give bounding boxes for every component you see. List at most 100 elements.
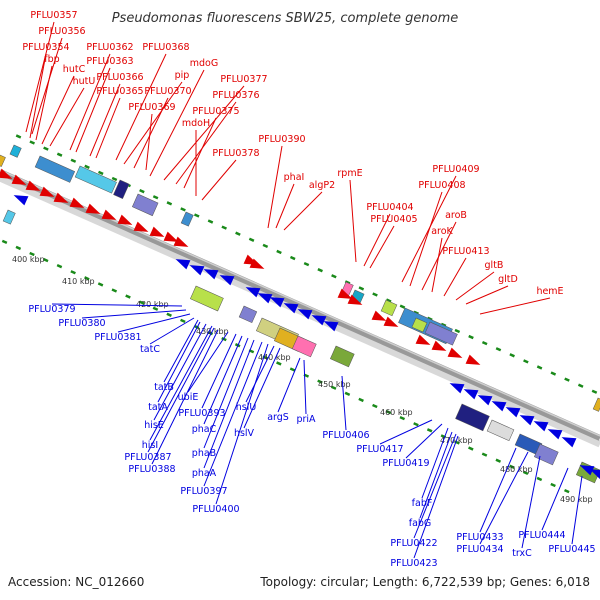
reverse-label-leader: [153, 323, 207, 421]
backbone-line: [0, 169, 600, 441]
guide-dot: [125, 294, 131, 299]
reverse-gene-label: PFLU0380: [58, 318, 105, 329]
reverse-label-leader: [243, 347, 281, 429]
reverse-gene-label: PFLU0381: [94, 332, 141, 343]
reverse-gene-arrow: [463, 389, 479, 400]
reverse-label-leader: [149, 317, 195, 345]
reverse-gene-label: hslV: [234, 428, 255, 439]
reverse-gene-label: hslU: [236, 402, 257, 413]
guide-dot: [303, 261, 310, 267]
reverse-gene-arrow: [589, 469, 600, 480]
guide-dot: [385, 409, 392, 415]
reverse-label-leader: [187, 331, 229, 393]
reverse-gene-arrow: [13, 195, 29, 206]
guide-dot: [454, 328, 461, 334]
forward-label-leader: [133, 97, 169, 169]
gene-box: [238, 305, 258, 323]
reverse-label-leader: [51, 303, 183, 307]
guide-dot: [468, 446, 474, 451]
reverse-gene-label: PFLU0422: [390, 538, 437, 549]
guide-dot: [221, 336, 227, 342]
guide-dot: [495, 458, 502, 463]
reverse-label-leader: [215, 343, 269, 505]
guide-dot: [193, 213, 200, 218]
guide-dot: [152, 306, 159, 311]
guide-dot: [509, 464, 515, 469]
forward-gene-arrow: [133, 221, 149, 232]
gene-box: [9, 144, 22, 158]
forward-gene-arrow: [465, 354, 481, 365]
guide-dot: [440, 322, 447, 328]
guide-dot: [522, 470, 529, 476]
reverse-label-leader: [303, 359, 307, 415]
forward-gene-label: aroK: [431, 226, 453, 237]
reverse-label-leader: [163, 319, 199, 383]
reverse-gene-label: PFLU0387: [124, 452, 171, 463]
reverse-label-leader: [421, 427, 449, 499]
guide-dot: [15, 134, 22, 139]
reverse-gene-label: tatB: [154, 382, 174, 393]
gene-box: [113, 179, 130, 200]
reverse-label-leader: [149, 325, 213, 441]
reverse-label-leader: [571, 475, 583, 545]
reverse-gene-arrow: [533, 421, 549, 432]
reverse-gene-arrow: [519, 415, 535, 426]
reverse-gene-label: PFLU0444: [518, 530, 565, 541]
gene-box: [592, 397, 600, 412]
reverse-gene-label: PFLU0397: [180, 486, 227, 497]
reverse-gene-arrow: [269, 297, 285, 308]
forward-gene-label: PFLU0405: [370, 214, 417, 225]
reverse-gene-label: ubiE: [178, 392, 199, 403]
forward-gene-arrow: [149, 226, 165, 237]
forward-gene-label: mdoH: [182, 118, 210, 129]
guide-dot: [426, 428, 433, 433]
guide-dot: [577, 383, 584, 388]
forward-label-leader: [25, 21, 55, 133]
gene-box-rect: [455, 403, 490, 432]
guide-dot: [138, 300, 145, 305]
guide-dot: [317, 379, 323, 384]
reverse-gene-arrow: [579, 465, 595, 476]
reverse-gene-label: PFLU0400: [192, 504, 239, 515]
reverse-label-leader: [203, 337, 249, 449]
reverse-label-leader: [157, 321, 201, 403]
forward-gene-label: gltD: [498, 274, 518, 285]
forward-label-leader: [145, 113, 153, 171]
forward-label-leader: [41, 75, 75, 145]
forward-label-leader: [465, 285, 509, 305]
topology-text: Topology: circular; Length: 6,722,539 bp…: [259, 575, 590, 589]
forward-label-leader: [35, 65, 53, 141]
tick-label: 420 kbp: [136, 300, 169, 309]
reverse-gene-label: PFLU0423: [390, 558, 437, 569]
tick-label: 400 kbp: [12, 255, 45, 264]
gene-box-rect: [180, 211, 194, 227]
forward-label-leader: [431, 237, 443, 293]
tick-label: 490 kbp: [560, 495, 593, 504]
guide-dot: [564, 488, 570, 494]
forward-gene-arrow: [371, 310, 387, 321]
forward-gene-label: PFLU0368: [142, 42, 189, 53]
reverse-label-leader: [341, 375, 347, 431]
forward-gene-arrow: [249, 258, 265, 269]
guide-dot: [56, 152, 63, 157]
reverse-label-leader: [81, 309, 187, 319]
tick-label: 460 kbp: [380, 408, 413, 417]
forward-label-leader: [123, 81, 183, 165]
forward-gene-label: mdoG: [190, 58, 218, 69]
forward-gene-label: PFLU0408: [418, 180, 465, 191]
forward-label-leader: [349, 179, 357, 263]
guide-dot: [166, 201, 173, 206]
reverse-gene-arrow: [189, 265, 205, 276]
reverse-gene-label: fabF: [412, 498, 433, 509]
gene-features: [0, 144, 600, 484]
guide-dot: [331, 274, 337, 279]
reverse-gene-label: tatA: [148, 402, 168, 413]
reverse-gene-arrow: [175, 259, 191, 270]
label-leaders: [25, 21, 583, 559]
reverse-gene-arrow: [219, 275, 235, 286]
tick-label: 410 kbp: [62, 277, 95, 286]
gene-box-rect: [533, 443, 559, 466]
forward-label-leader: [267, 145, 283, 229]
gene-box-rect: [424, 321, 458, 346]
